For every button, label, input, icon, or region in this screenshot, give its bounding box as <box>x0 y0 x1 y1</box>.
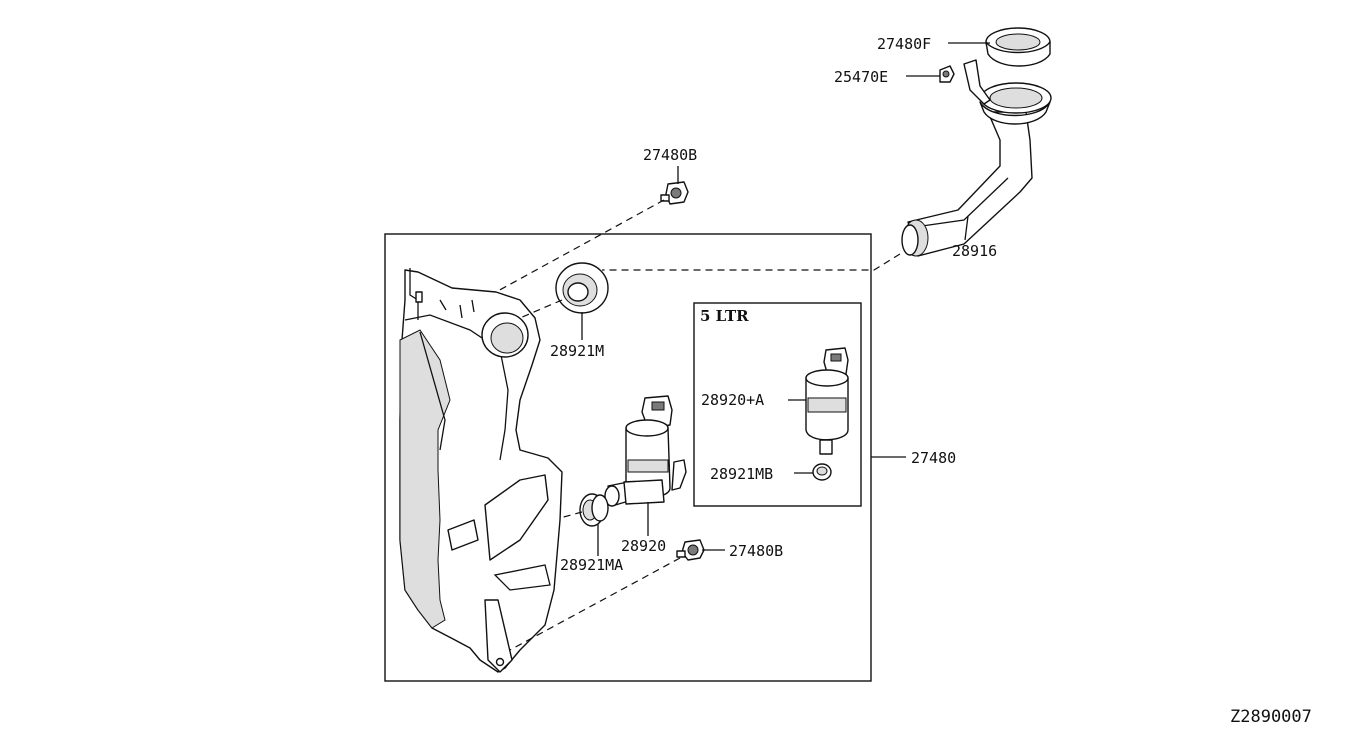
dash-bolt-to-bracket <box>509 557 681 651</box>
bolt-27480b-bottom[interactable] <box>676 539 705 561</box>
pump-28920a[interactable] <box>805 347 849 455</box>
inset-frame-5ltr <box>693 302 862 507</box>
inset-title: 5 LTR <box>700 307 749 325</box>
label-25470e: 25470E <box>834 68 888 86</box>
grommet-28921m[interactable] <box>555 262 609 314</box>
label-28921m: 28921M <box>550 342 604 360</box>
bolt-27480b-top[interactable] <box>660 181 689 205</box>
filler-neck-28916[interactable] <box>901 59 1052 257</box>
leader-28916 <box>964 215 969 241</box>
dash-seal-to-tank <box>559 511 583 519</box>
washer-tank[interactable] <box>399 268 563 673</box>
cap-27480f[interactable] <box>985 27 1051 67</box>
label-27480: 27480 <box>911 449 956 467</box>
label-28916: 28916 <box>952 242 997 260</box>
dash-grommet-to-tank <box>519 299 563 319</box>
dash-bolt-to-tank <box>495 199 665 293</box>
label-28920: 28920 <box>621 537 666 555</box>
label-28920a: 28920+A <box>701 391 764 409</box>
label-28921ma: 28921MA <box>560 556 623 574</box>
label-28921mb: 28921MB <box>710 465 773 483</box>
dash-neck-to-grommet <box>602 253 901 271</box>
clip-25470e[interactable] <box>939 65 955 83</box>
seal-28921ma[interactable] <box>579 493 609 527</box>
diagram-code: Z2890007 <box>1230 707 1312 727</box>
label-27480b-bottom: 27480B <box>729 542 783 560</box>
label-27480f: 27480F <box>877 35 931 53</box>
label-27480b-top: 27480B <box>643 146 697 164</box>
seal-28921mb[interactable] <box>812 463 832 481</box>
pump-28920[interactable] <box>604 395 687 507</box>
